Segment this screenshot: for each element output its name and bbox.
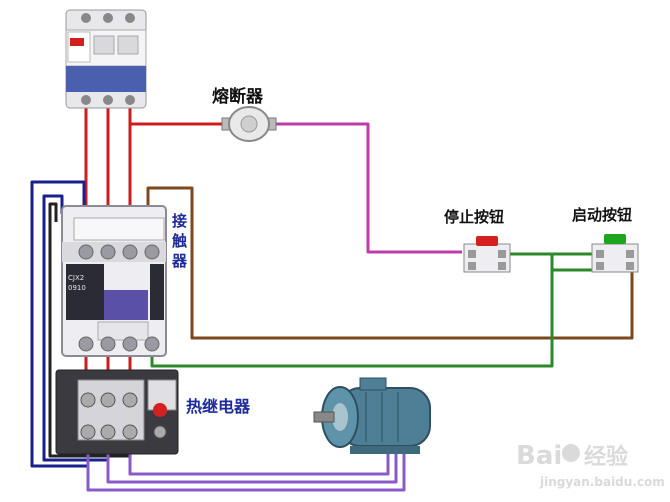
fuse xyxy=(221,106,277,142)
contactor-label-char-2: 触 xyxy=(172,232,187,250)
watermark-brand2: 经验 xyxy=(584,444,628,470)
contactor xyxy=(61,205,167,357)
wire-green-hold xyxy=(150,252,592,368)
wire-brown-coil xyxy=(146,186,634,340)
wire-purple-motor-1 xyxy=(86,432,406,492)
circuit-breaker xyxy=(65,9,147,109)
stop-button-label: 停止按钮 xyxy=(444,208,504,226)
motor xyxy=(313,377,431,454)
watermark: Bai 经验 jingyan.baidu.com xyxy=(516,441,665,489)
thermal-relay xyxy=(55,369,179,455)
start-button xyxy=(591,234,639,273)
wire-magenta-fuse-stop xyxy=(270,122,462,254)
contactor-label: 接 触 器 xyxy=(171,212,188,270)
watermark-brand: Bai xyxy=(516,441,562,471)
paw-icon xyxy=(562,444,580,462)
watermark-url: jingyan.baidu.com xyxy=(539,475,665,489)
contactor-label-char-3: 器 xyxy=(171,252,188,270)
start-button-label: 启动按钮 xyxy=(572,206,632,224)
wire-purple-motor-2 xyxy=(106,432,398,484)
fuse-label: 熔断器 xyxy=(212,86,264,107)
contactor-model-line1: CJX2 xyxy=(68,274,84,282)
stop-button xyxy=(463,236,511,273)
contactor-model-line2: 0910 xyxy=(68,284,86,292)
thermal-relay-label: 热继电器 xyxy=(186,397,251,416)
contactor-label-char-1: 接 xyxy=(172,212,187,230)
